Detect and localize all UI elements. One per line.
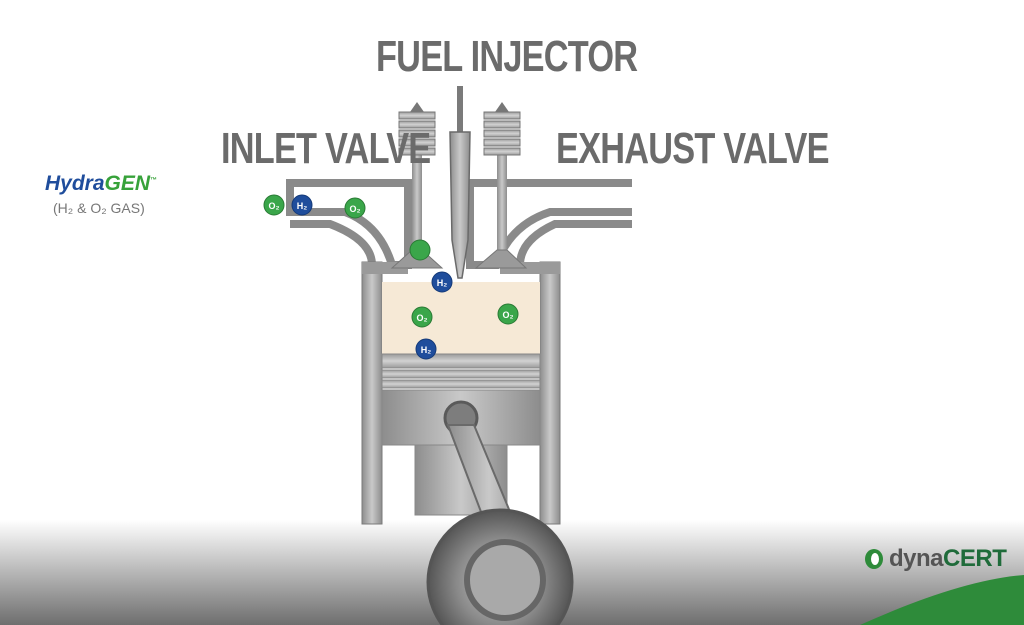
- exhaust-valve-head: [474, 249, 528, 269]
- svg-text:O₂: O₂: [417, 313, 428, 323]
- molecule-o2: O₂: [497, 303, 519, 325]
- molecule-o2: O₂: [411, 306, 433, 328]
- svg-text:H₂: H₂: [437, 278, 448, 288]
- hydragen-brand: HydraGEN™ (H₂ & O₂ GAS): [45, 172, 157, 216]
- dynacert-logo: dynaCERT: [864, 545, 1007, 573]
- exhaust-valve-tip: [495, 102, 509, 112]
- exhaust-valve-stem: [497, 150, 507, 262]
- svg-text:H₂: H₂: [297, 201, 308, 211]
- cylinder-wall-left: [361, 261, 383, 525]
- svg-text:O₂: O₂: [350, 204, 361, 214]
- molecule-o2-partial: [409, 239, 431, 261]
- fuel-injector-body: [449, 131, 471, 279]
- exhaust-manifold-lower: [516, 220, 632, 266]
- molecule-h2: H₂: [291, 194, 313, 216]
- piston-ring-1: [381, 369, 541, 379]
- molecule-h2: H₂: [431, 271, 453, 293]
- green-swoosh: [860, 575, 1024, 625]
- piston-ring-2: [381, 379, 541, 389]
- inlet-valve-stem: [412, 150, 422, 262]
- molecule-h2: H₂: [415, 338, 437, 360]
- piston-crown: [381, 353, 541, 369]
- svg-text:O₂: O₂: [503, 310, 514, 320]
- fuel-injector-rod: [457, 86, 463, 136]
- exhaust-valve-label: EXHAUST VALVE: [556, 124, 829, 173]
- cylinder-wall-right: [539, 261, 561, 525]
- dynacert-logo-text: dynaCERT: [889, 545, 1007, 572]
- svg-text:O₂: O₂: [269, 201, 280, 211]
- inlet-valve-tip: [410, 102, 424, 112]
- hydragen-logo-text: HydraGEN™: [45, 172, 158, 195]
- molecule-o2: O₂: [344, 197, 366, 219]
- svg-text:H₂: H₂: [421, 345, 432, 355]
- molecule-o2: O₂: [263, 194, 285, 216]
- inlet-valve-label: INLET VALVE: [221, 124, 431, 173]
- crank-journal: [464, 539, 546, 621]
- inlet-valve-spring: [398, 111, 436, 156]
- hydragen-gas-caption: (H₂ & O₂ GAS): [53, 200, 145, 216]
- dynacert-logo-icon: [865, 549, 883, 569]
- exhaust-valve-spring: [483, 111, 521, 156]
- fuel-injector-label: FUEL INJECTOR: [376, 32, 638, 81]
- inlet-manifold-lower: [290, 220, 376, 266]
